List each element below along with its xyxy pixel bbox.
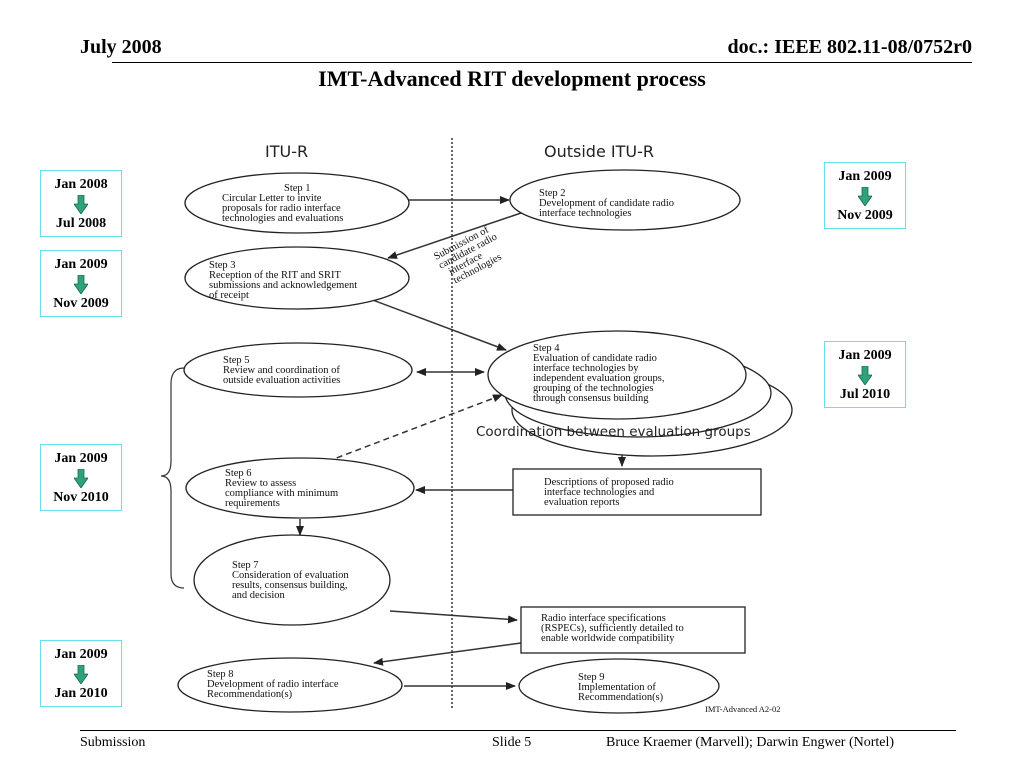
down-arrow-icon xyxy=(74,275,88,294)
step7-ellipse xyxy=(193,534,391,626)
timeline-to: Nov 2010 xyxy=(53,490,109,505)
timeline-box-step4: Jan 2009 Jul 2010 xyxy=(824,341,906,408)
submission-label: Submission of candidate radio interface … xyxy=(432,224,503,286)
arrow-step2-step3 xyxy=(387,211,525,259)
arrow-rspecs-step8 xyxy=(373,642,522,666)
timeline-box-step2: Jan 2009 Nov 2009 xyxy=(824,162,906,229)
step4-text: Step 4 Evaluation of candidate radio int… xyxy=(533,343,667,404)
step5-ellipse xyxy=(183,342,413,398)
timeline-from: Jan 2009 xyxy=(838,169,892,184)
step4-ellipse xyxy=(487,330,747,420)
timeline-box-step3: Jan 2009 Nov 2009 xyxy=(40,250,122,317)
footer-rule xyxy=(80,730,956,731)
down-arrow-icon xyxy=(74,665,88,684)
brace-steps-5-7 xyxy=(160,367,185,589)
timeline-from: Jan 2009 xyxy=(838,348,892,363)
reference-label: IMT-Advanced A2-02 xyxy=(705,704,780,714)
descriptions-box xyxy=(512,468,762,516)
footer-slide-number: Slide 5 xyxy=(492,735,532,750)
coordination-label: Coordination between evaluation groups xyxy=(476,424,751,440)
arrow-step7-rspecs xyxy=(389,610,518,624)
timeline-to: Jul 2008 xyxy=(55,216,107,231)
step2-text: Step 2 Development of candidate radio in… xyxy=(539,188,677,219)
step9-text: Step 9 Implementation of Recommendation(… xyxy=(578,672,664,703)
step9-ellipse xyxy=(518,658,720,714)
timeline-from: Jan 2008 xyxy=(54,177,108,192)
step5-text: Step 5 Review and coordination of outsid… xyxy=(223,355,343,386)
step7-text: Step 7 Consideration of evaluation resul… xyxy=(232,560,351,601)
footer-authors: Bruce Kraemer (Marvell); Darwin Engwer (… xyxy=(606,735,895,750)
step1-ellipse xyxy=(184,172,410,234)
down-arrow-icon xyxy=(858,366,872,385)
timeline-from: Jan 2009 xyxy=(54,257,108,272)
timeline-box-step1: Jan 2008 Jul 2008 xyxy=(40,170,122,237)
header-doc-id: doc.: IEEE 802.11-08/0752r0 xyxy=(727,36,972,58)
header-date: July 2008 xyxy=(80,36,162,58)
down-arrow-icon xyxy=(858,187,872,206)
step3-ellipse xyxy=(184,246,410,310)
timeline-box-step8: Jan 2009 Jan 2010 xyxy=(40,640,122,707)
header-rule xyxy=(112,62,972,63)
rspecs-box xyxy=(520,606,746,654)
descriptions-box-text: Descriptions of proposed radio interface… xyxy=(544,477,676,508)
timeline-to: Nov 2009 xyxy=(837,208,893,223)
column-itu-heading: ITU-R xyxy=(265,142,308,161)
arrow-step3-step4 xyxy=(361,295,507,351)
step8-ellipse xyxy=(177,657,403,713)
timeline-to: Jul 2010 xyxy=(839,387,891,402)
down-arrow-icon xyxy=(74,469,88,488)
step1-text: Step 1 Circular Letter to invite proposa… xyxy=(222,183,343,224)
timeline-from: Jan 2009 xyxy=(54,647,108,662)
down-arrow-icon xyxy=(74,195,88,214)
timeline-box-steps5-7: Jan 2009 Nov 2010 xyxy=(40,444,122,511)
step3-text: Step 3 Reception of the RIT and SRIT sub… xyxy=(209,260,360,301)
timeline-from: Jan 2009 xyxy=(54,451,108,466)
step2-ellipse xyxy=(509,169,741,231)
arrow-step6-step4-dashed xyxy=(317,394,503,466)
footer-submission: Submission xyxy=(80,735,146,750)
step6-text: Step 6 Review to assess compliance with … xyxy=(225,468,341,509)
slide-title: IMT-Advanced RIT development process xyxy=(318,66,706,91)
step6-ellipse xyxy=(185,457,415,519)
timeline-to: Nov 2009 xyxy=(53,296,109,311)
column-outside-heading: Outside ITU-R xyxy=(544,142,654,161)
rspecs-box-text: Radio interface specifications (RSPECs),… xyxy=(541,613,686,644)
step8-text: Step 8 Development of radio interface Re… xyxy=(207,669,341,700)
timeline-to: Jan 2010 xyxy=(54,686,108,701)
